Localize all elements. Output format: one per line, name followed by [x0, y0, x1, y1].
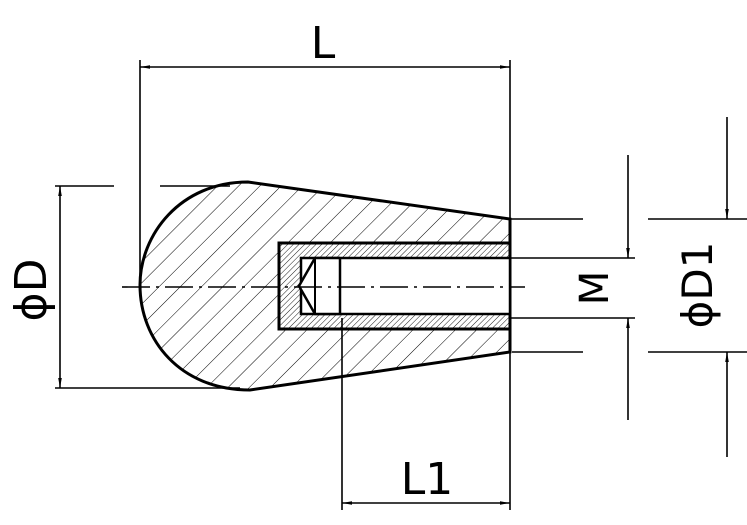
label-thread: M — [572, 271, 618, 306]
dimension-thread: M — [572, 155, 630, 420]
label-insert-length: L1 — [401, 454, 454, 505]
threaded-insert — [277, 241, 512, 331]
dimension-diameter: ϕD — [6, 186, 62, 388]
dimension-insert-length: L1 — [342, 454, 510, 505]
extension-lines — [55, 60, 747, 510]
label-diameter: ϕD — [6, 259, 57, 322]
label-length: L — [311, 18, 336, 69]
dimension-length: L — [140, 18, 510, 69]
label-bore-diameter: ϕD1 — [673, 242, 722, 329]
dimension-bore-diameter: ϕD1 — [673, 117, 729, 457]
